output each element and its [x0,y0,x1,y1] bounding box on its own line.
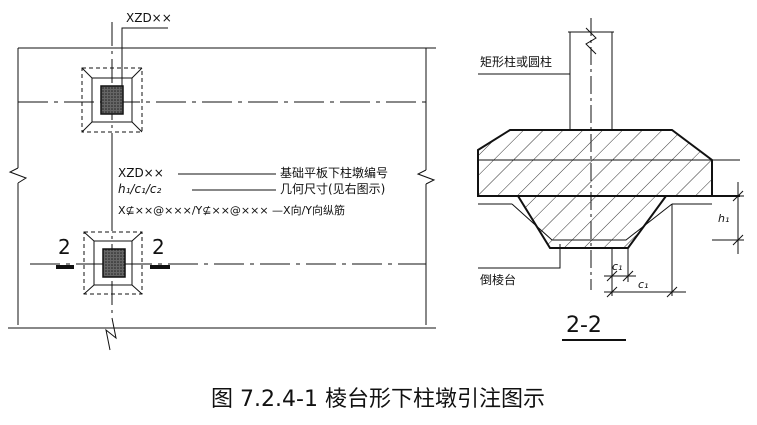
annotation-desc2: 几何尺寸(见右图示) [280,181,385,196]
section-labels: 矩形柱或圆柱 倒棱台 h₁ c₁ c₁ 2-2 [480,54,729,338]
plan-labels: XZD×× XZD×× h₁/c₁/c₂ X⊈××@×××/Y⊈××@××× —… [58,11,388,259]
break-mark-left [8,167,28,184]
dim-h1-label: h₁ [718,212,729,225]
column-2 [102,248,126,278]
pedestal-inner-2 [93,240,133,286]
pedestal-outer-1 [81,67,143,133]
column-label: 矩形柱或圆柱 [480,54,552,69]
annotation-desc1: 基础平板下柱墩编号 [280,165,388,180]
leader-top-mark [121,27,168,86]
column-break-mark [585,27,597,55]
top-mark-label: XZD×× [126,11,172,25]
pedestal-outer-2 [83,231,143,295]
figure-caption: 图 7.2.4-1 棱台形下柱墩引注图示 [211,387,545,412]
frustum-inner [511,203,673,241]
section-view [477,18,744,341]
annotation-line1: XZD×× [118,166,164,180]
break-mark-right [416,169,436,185]
pedestal-section [477,129,713,249]
pedestal-inner-1 [91,77,133,123]
section-mark-left-label: 2 [58,235,71,259]
dim-c1b-label: c₁ [638,278,648,291]
section-title: 2-2 [566,313,602,338]
pedestal-label: 倒棱台 [480,272,516,287]
dim-c1a-label: c₁ [612,260,622,273]
annotation-line2: h₁/c₁/c₂ [118,182,162,196]
column-1 [100,85,124,115]
annotation-line3: X⊈××@×××/Y⊈××@××× —X向/Y向纵筋 [118,203,345,217]
leader-pedestal-label [478,244,561,269]
break-mark-bottom [105,317,117,351]
section-mark-right-label: 2 [152,235,165,259]
plan-view [8,22,436,351]
